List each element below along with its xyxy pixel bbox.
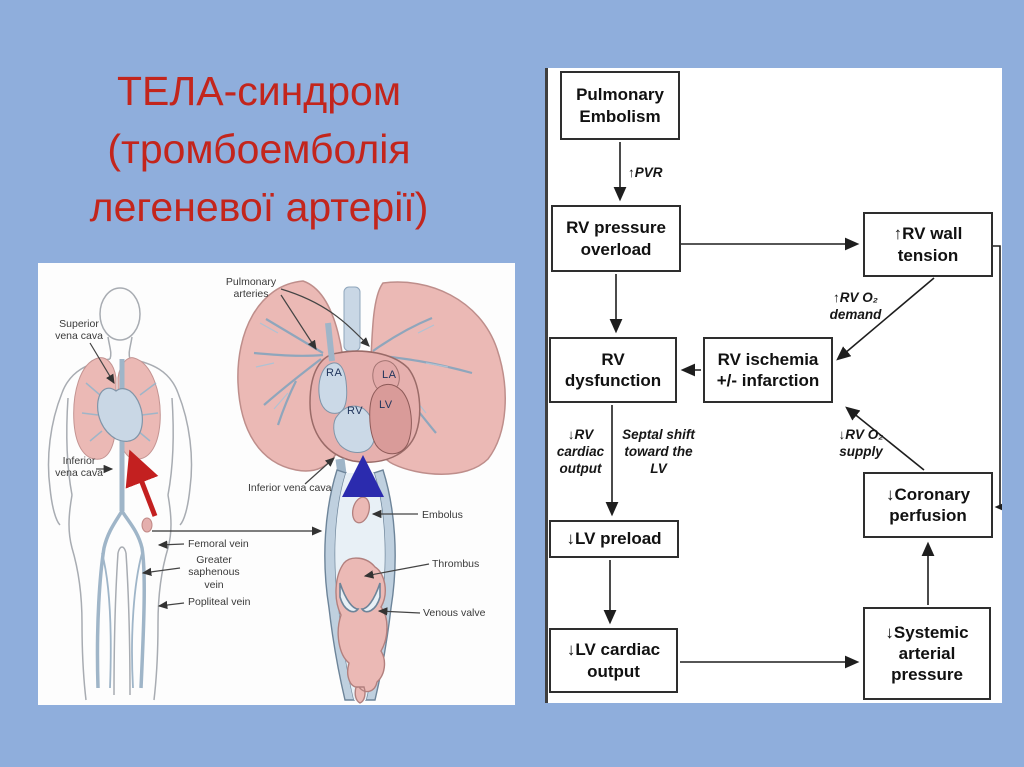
anatomy-drawing — [47, 280, 506, 704]
body-heart — [97, 387, 143, 442]
box-rv-ischemia: RV ischemia +/- infarction — [703, 337, 833, 403]
arrow-rvwt-to-coronary — [993, 245, 1002, 514]
label-heart-la: LA — [382, 369, 397, 381]
embolus-shape — [351, 496, 371, 524]
arrow-rvwt-to-rvi-demand — [836, 277, 935, 361]
label-femoral-vein: Femoral vein — [188, 538, 249, 550]
slide-title: ТЕЛА-синдром (тромбоемболія легеневої ар… — [89, 68, 429, 231]
red-flow-arrow — [125, 449, 159, 517]
box-rv-pressure-overload: RV pressure overload — [551, 205, 681, 272]
box-rv-wall-tension: ↑RV wall tension — [863, 212, 993, 277]
anatomy-illustration-panel: Superior vena cava Inferior vena cava Fe… — [38, 263, 515, 705]
label-heart-ra: RA — [326, 367, 343, 379]
arrow-coronary-to-rvi-supply — [845, 406, 925, 471]
pathophysiology-flowchart-panel: Pulmonary Embolism RV pressure overload … — [545, 68, 1002, 703]
vessel-section — [324, 455, 396, 704]
label-inferior-vena-cava-body: Inferior vena cava — [55, 455, 103, 480]
femoral-clot — [141, 517, 153, 533]
body-veins — [95, 359, 146, 689]
box-lv-cardiac-output: ↓LV cardiac output — [549, 628, 678, 693]
edge-label-rv-o2-demand: ↑RV O₂ demand — [829, 290, 882, 322]
leader-lines — [89, 288, 430, 616]
edge-label-rv-cardiac-output: ↓RV cardiac output — [556, 427, 605, 476]
box-lv-preload: ↓LV preload — [549, 520, 679, 558]
label-heart-lv: LV — [379, 399, 393, 411]
thrombus-shape — [335, 557, 388, 704]
label-superior-vena-cava: Superior vena cava — [55, 318, 103, 343]
label-pulmonary-arteries: Pulmonary arteries — [225, 276, 277, 301]
label-inferior-vena-cava-lungs: Inferior vena cava — [248, 482, 332, 494]
box-systemic-arterial-pressure: ↓Systemic arterial pressure — [863, 607, 991, 700]
box-coronary-perfusion: ↓Coronary perfusion — [863, 472, 993, 538]
edge-label-pvr: ↑PVR — [628, 165, 663, 180]
label-greater-saphenous-vein: Greater saphenous vein — [188, 554, 240, 591]
edge-label-septal-shift: Septal shift toward the LV — [622, 427, 695, 476]
label-heart-rv: RV — [347, 405, 364, 417]
heart-illustration — [309, 322, 421, 490]
edge-label-rv-o2-supply: ↓RV O₂ supply — [838, 427, 884, 459]
flowchart-arrows — [603, 142, 1002, 669]
label-thrombus: Thrombus — [432, 558, 480, 570]
box-rv-dysfunction: RV dysfunction — [549, 337, 677, 403]
label-embolus: Embolus — [422, 509, 463, 521]
label-venous-valve: Venous valve — [423, 607, 486, 619]
box-pulmonary-embolism: Pulmonary Embolism — [560, 71, 680, 140]
label-popliteal-vein: Popliteal vein — [188, 596, 251, 608]
